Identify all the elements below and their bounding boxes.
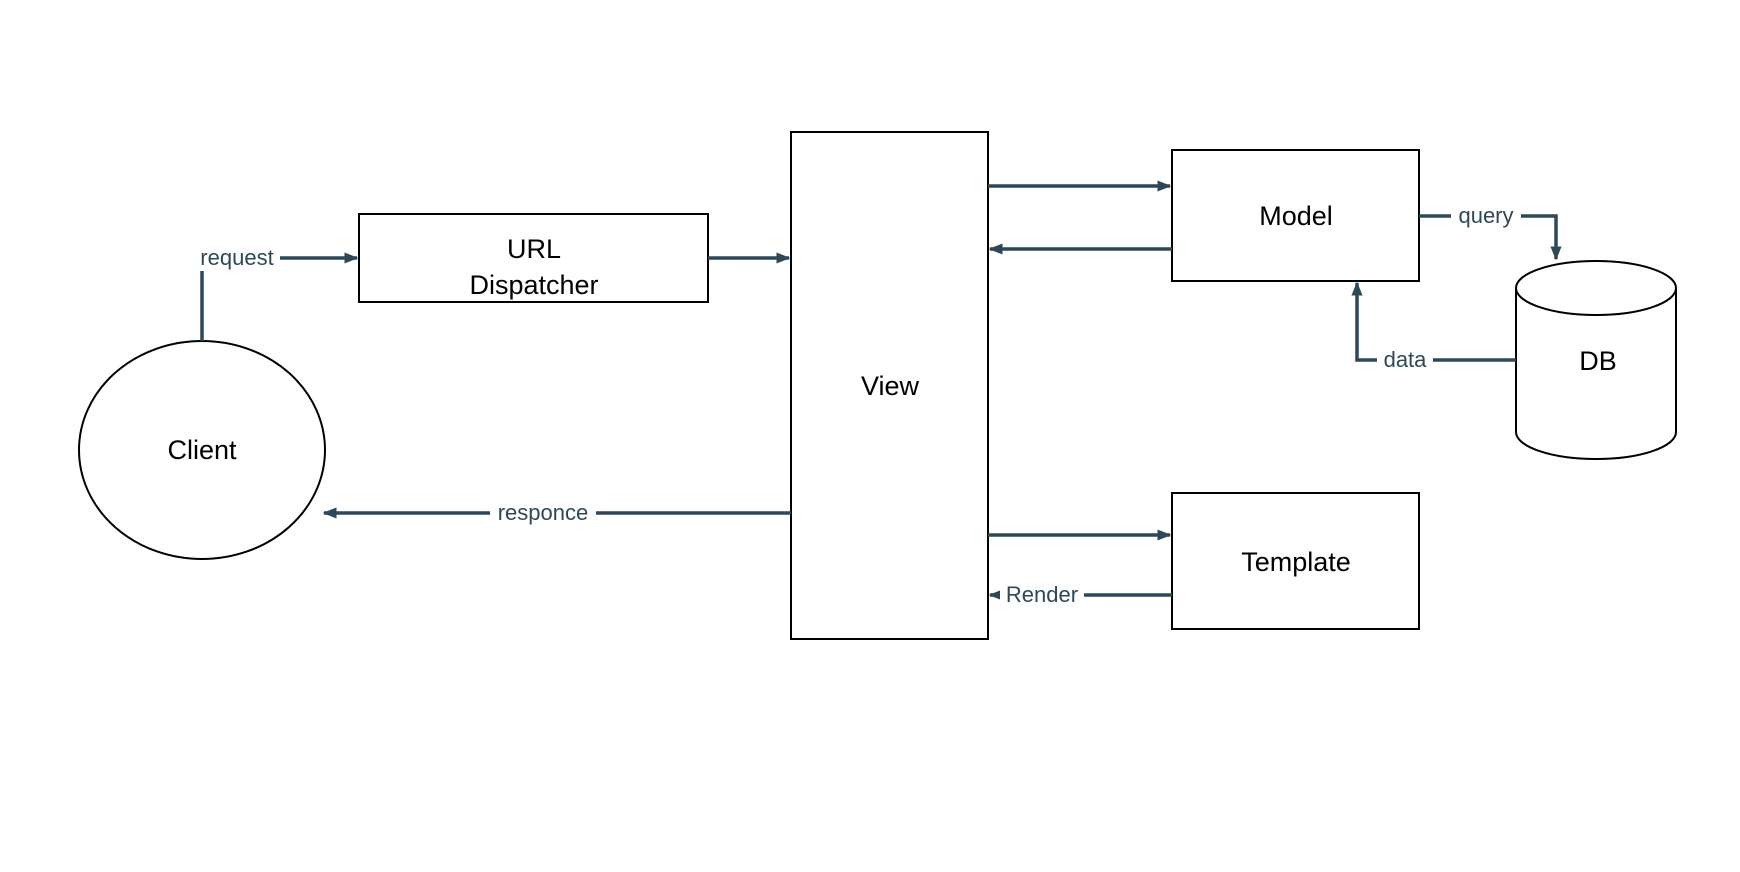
url-dispatcher-label-line1: URL [507, 234, 561, 264]
model-node: Model [1171, 149, 1420, 282]
edge-request: request [194, 243, 359, 341]
edge-data-label-bg [1377, 346, 1433, 374]
edge-request-label: request [200, 245, 273, 270]
edge-responce-label: responce [498, 500, 589, 525]
template-label: Template [1241, 547, 1351, 577]
db-cylinder-body [1515, 288, 1677, 460]
url-dispatcher-node: URL Dispatcher [358, 213, 709, 303]
edge-query: query [1419, 202, 1562, 261]
view-box [790, 131, 989, 640]
client-label: Client [167, 435, 237, 465]
edge-query-label: query [1458, 203, 1513, 228]
edge-responce: responce [322, 499, 791, 527]
model-box [1171, 149, 1420, 282]
edge-render-label-bg [1000, 581, 1084, 609]
edge-render-label: Render [1006, 582, 1078, 607]
edge-data: data [1351, 281, 1516, 374]
view-node: View [790, 131, 989, 640]
url-dispatcher-label-line2: Dispatcher [469, 270, 598, 300]
edge-data-label: data [1384, 347, 1428, 372]
edge-request-label-bg [194, 243, 280, 271]
view-label: View [861, 371, 920, 401]
model-label: Model [1259, 201, 1333, 231]
edge-responce-label-bg [490, 499, 596, 527]
url-dispatcher-box [358, 213, 709, 303]
db-label: DB [1579, 346, 1617, 376]
template-node: Template [1171, 492, 1420, 630]
edge-query-label-bg [1451, 202, 1521, 230]
db-cylinder-top [1515, 260, 1677, 316]
template-box [1171, 492, 1420, 630]
edge-data-line [1351, 281, 1516, 362]
edge-render: Render [988, 581, 1172, 609]
client-node: Client [78, 340, 326, 560]
db-node: DB [1515, 260, 1677, 460]
